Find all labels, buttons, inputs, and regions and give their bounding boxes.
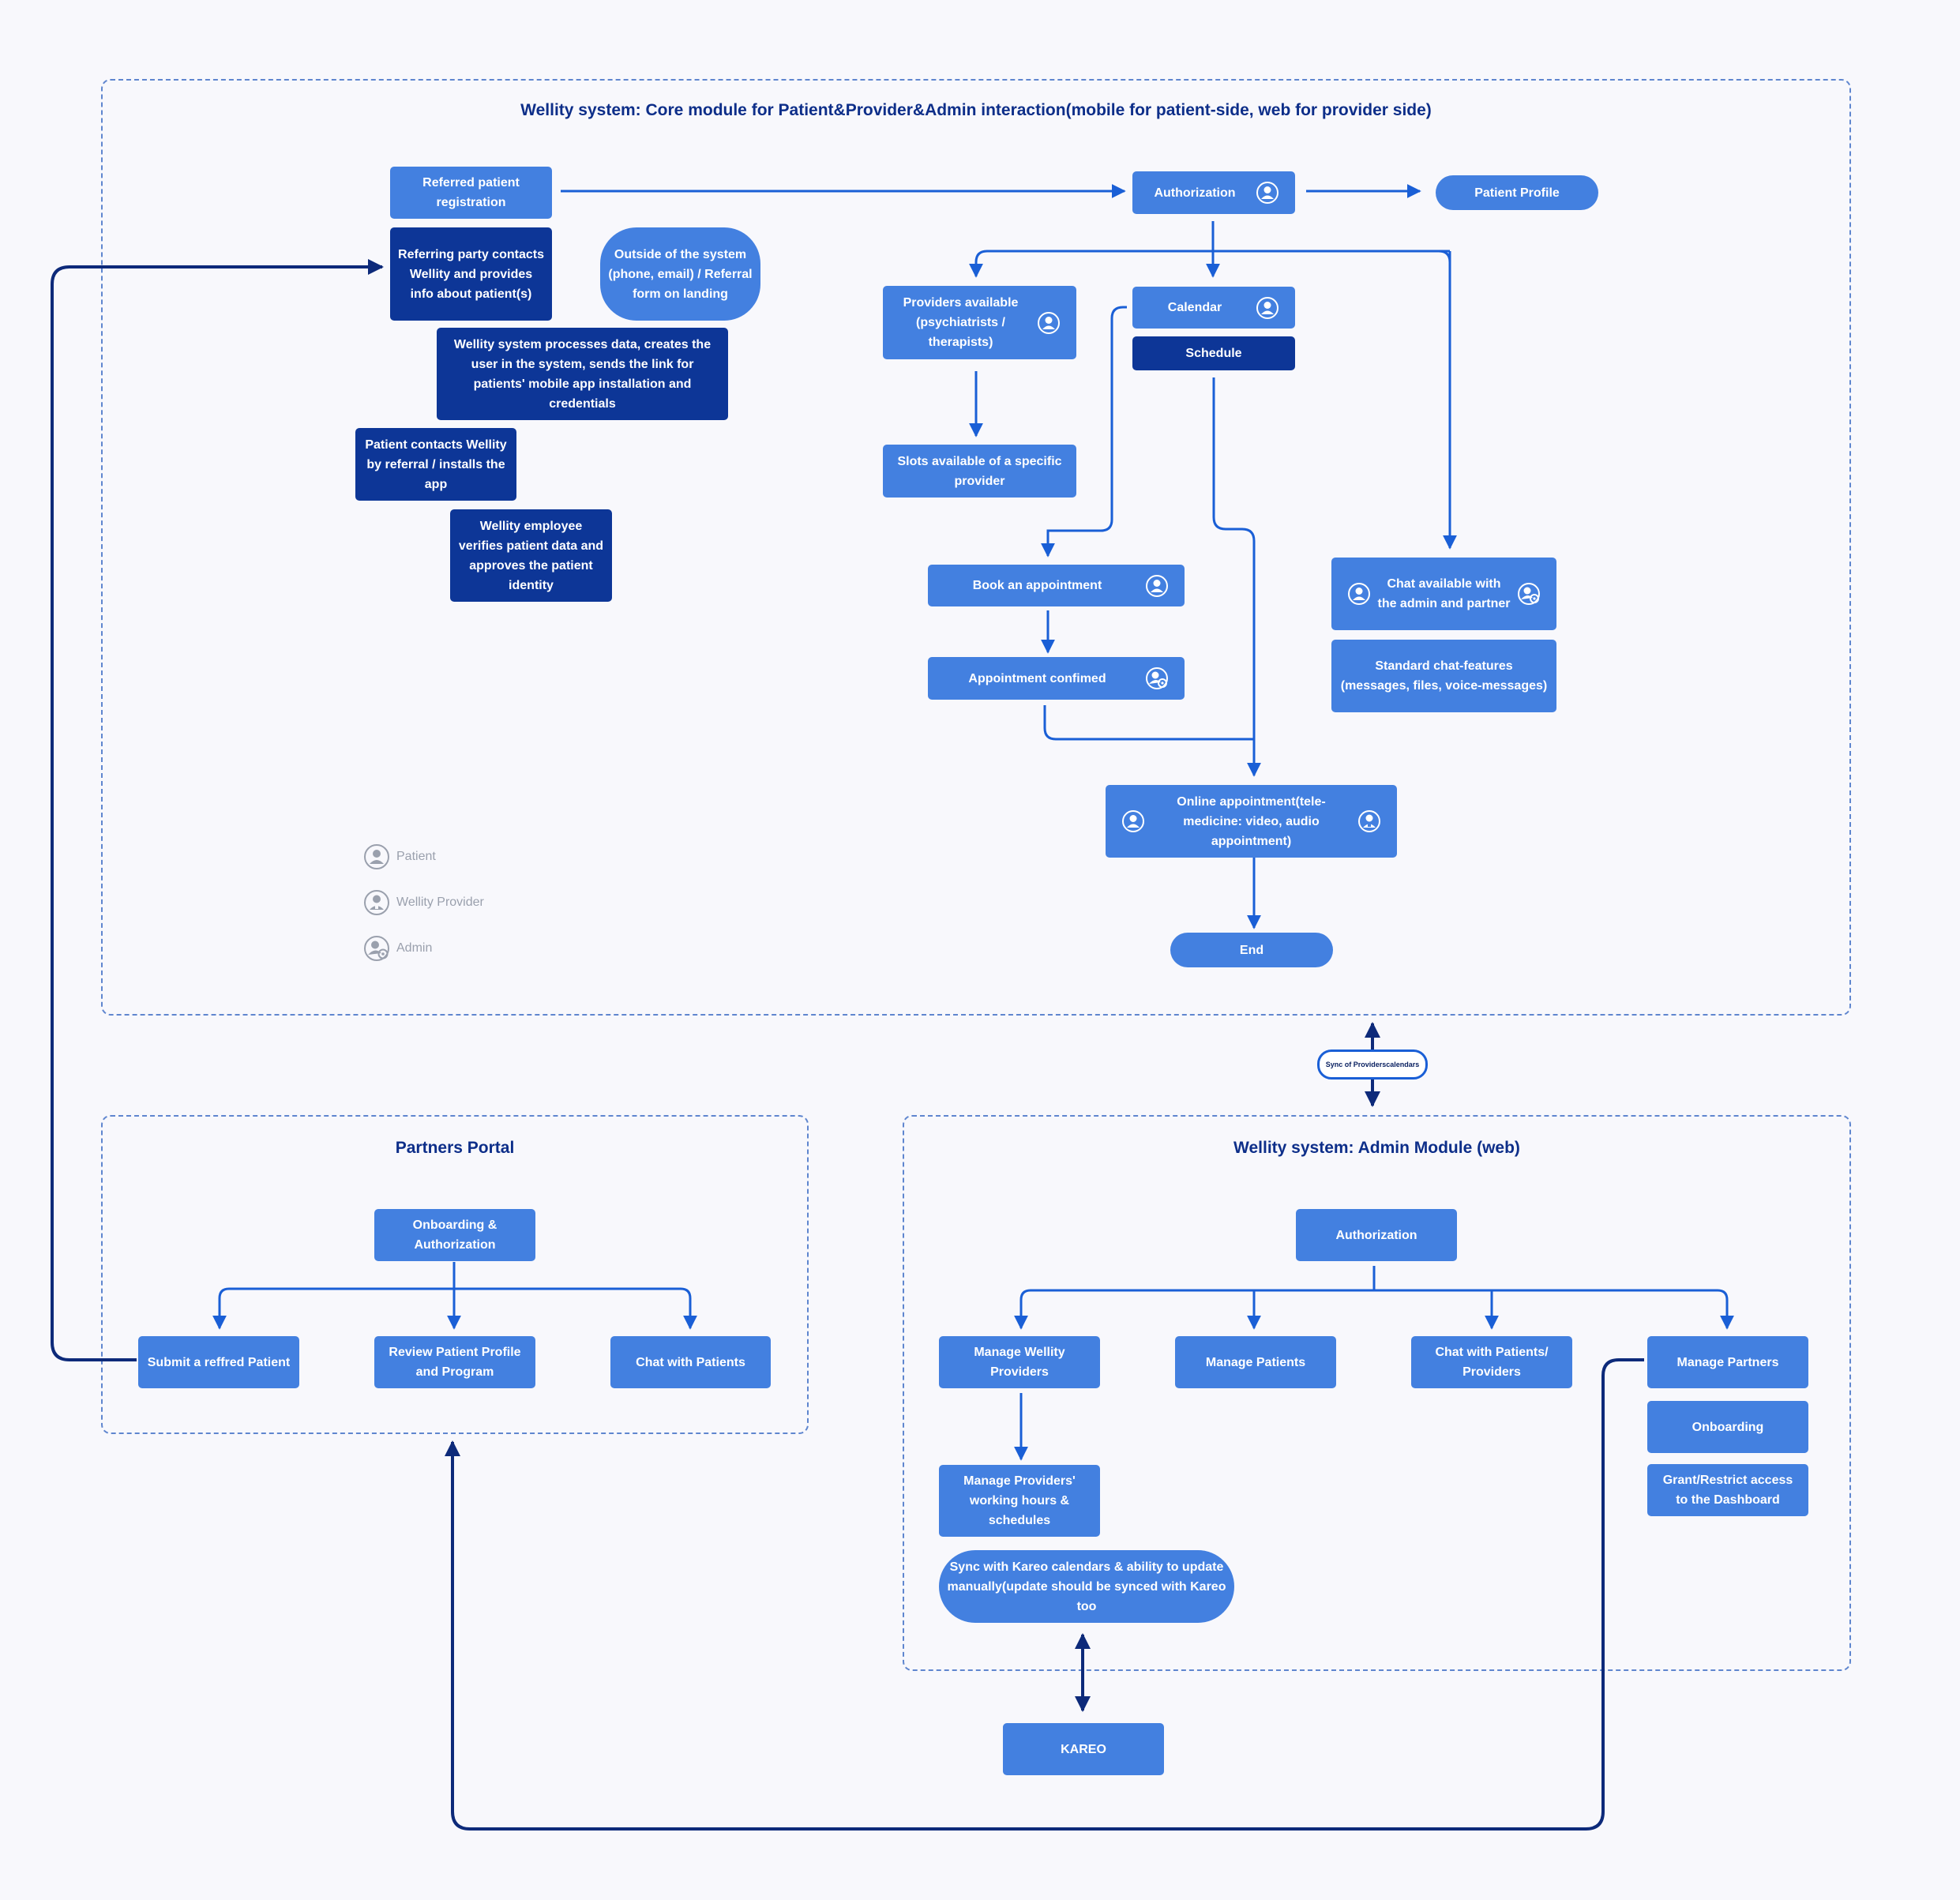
slots-available: Slots available of a specific provider [883, 445, 1076, 498]
admin-icon [364, 936, 389, 961]
referred-patient-registration-label: Referred patient registration [422, 176, 520, 209]
chat-available-label: Chat available with the admin and partne… [1377, 577, 1511, 610]
grant-restrict-access-label: Grant/Restrict access to the Dashboard [1662, 1474, 1793, 1507]
schedule-label: Schedule [1185, 347, 1242, 360]
core-authorization: Authorization [1132, 171, 1295, 214]
calendar-label: Calendar [1167, 301, 1222, 314]
providers-available: Providers available (psychiatrists / the… [883, 286, 1076, 359]
sync-kareo-calendars: Sync with Kareo calendars & ability to u… [939, 1550, 1234, 1623]
referring-party-contacts-label: Referring party contacts Wellity and pro… [398, 247, 544, 301]
provider-icon [364, 890, 389, 915]
manage-partners-label: Manage Partners [1677, 1355, 1779, 1369]
system-processes-data-label: Wellity system processes data, creates t… [453, 337, 712, 411]
sync-provider-calendars-label: Sync of Providerscalendars [1317, 1050, 1428, 1080]
partners-chat-with-patients: Chat with Patients [610, 1336, 771, 1388]
legend-patient-label: Patient [396, 850, 436, 863]
chat-patients-providers-label: Chat with Patients/ Providers [1435, 1346, 1549, 1379]
book-appointment: Book an appointment [928, 565, 1185, 606]
outside-system-referral: Outside of the system (phone, email) / R… [600, 227, 760, 321]
schedule: Schedule [1132, 336, 1295, 370]
kareo: KAREO [1003, 1723, 1164, 1775]
system-processes-data: Wellity system processes data, creates t… [437, 328, 728, 420]
manage-patients-label: Manage Patients [1205, 1355, 1306, 1369]
employee-verifies-patient-label: Wellity employee verifies patient data a… [458, 519, 604, 592]
appointment-confirmed-label: Appointment confimed [968, 671, 1106, 685]
employee-verifies-patient: Wellity employee verifies patient data a… [450, 509, 612, 602]
kareo-label: KAREO [1061, 1742, 1106, 1756]
patient-icon [1146, 574, 1168, 597]
chat-available: Chat available with the admin and partne… [1331, 558, 1556, 630]
admin-authorization-label: Authorization [1335, 1228, 1417, 1242]
slots-available-label: Slots available of a specific provider [897, 454, 1062, 488]
admin-icon [1518, 583, 1540, 605]
standard-chat-features-label: Standard chat-features (messages, files,… [1340, 659, 1548, 693]
core-module-title: Wellity system: Core module for Patient&… [520, 101, 1432, 119]
admin-module-frame [903, 1115, 1851, 1671]
provider-icon [1358, 810, 1380, 832]
patient-contacts-wellity-label: Patient contacts Wellity by referral / i… [365, 437, 507, 491]
partners-onboarding-authorization-label: Onboarding & Authorization [412, 1218, 498, 1252]
manage-provider-hours: Manage Providers' working hours & schedu… [939, 1465, 1100, 1537]
providers-available-label: Providers available (psychiatrists / the… [903, 296, 1019, 349]
core-module-frame [101, 79, 1851, 1016]
referring-party-contacts: Referring party contacts Wellity and pro… [390, 227, 552, 321]
grant-restrict-access: Grant/Restrict access to the Dashboard [1647, 1464, 1808, 1516]
patient-icon [364, 844, 389, 869]
appointment-confirmed: Appointment confimed [928, 657, 1185, 700]
standard-chat-features: Standard chat-features (messages, files,… [1331, 640, 1556, 712]
patient-icon [1038, 311, 1060, 334]
book-appointment-label: Book an appointment [972, 579, 1102, 592]
online-appointment: Online appointment(tele-medicine: video,… [1106, 785, 1397, 858]
sync-kareo-calendars-label: Sync with Kareo calendars & ability to u… [947, 1560, 1226, 1613]
manage-wellity-providers-label: Manage Wellity Providers [974, 1346, 1065, 1379]
end: End [1170, 933, 1333, 967]
chat-patients-providers: Chat with Patients/ Providers [1411, 1336, 1572, 1388]
manage-provider-hours-label: Manage Providers' working hours & schedu… [963, 1474, 1076, 1527]
patient-contacts-wellity: Patient contacts Wellity by referral / i… [355, 428, 516, 501]
partners-onboarding-authorization: Onboarding & Authorization [374, 1209, 535, 1261]
manage-partners: Manage Partners [1647, 1336, 1808, 1388]
legend-patient: Patient [363, 843, 436, 870]
patient-icon [1122, 810, 1144, 832]
core-authorization-label: Authorization [1154, 186, 1236, 200]
legend-admin-label: Admin [396, 941, 433, 955]
end-label: End [1239, 943, 1264, 957]
admin-icon [1146, 667, 1168, 689]
calendar: Calendar [1132, 287, 1295, 329]
referred-patient-registration: Referred patient registration [390, 167, 552, 219]
admin-onboarding: Onboarding [1647, 1401, 1808, 1453]
manage-patients: Manage Patients [1175, 1336, 1336, 1388]
partners-portal-title: Partners Portal [395, 1139, 515, 1157]
patient-profile-label: Patient Profile [1474, 186, 1560, 200]
manage-wellity-providers: Manage Wellity Providers [939, 1336, 1100, 1388]
online-appointment-label: Online appointment(tele-medicine: video,… [1177, 794, 1326, 848]
partners-chat-with-patients-label: Chat with Patients [636, 1355, 745, 1369]
partners-portal-frame [101, 1115, 809, 1434]
outside-system-referral-label: Outside of the system (phone, email) / R… [608, 247, 753, 301]
legend-admin: Admin [363, 935, 432, 962]
legend-provider: Wellity Provider [363, 889, 484, 916]
review-patient-profile-label: Review Patient Profile and Program [389, 1346, 521, 1379]
patient-icon [1256, 182, 1279, 204]
submit-referred-patient: Submit a reffred Patient [138, 1336, 299, 1388]
admin-onboarding-label: Onboarding [1692, 1420, 1764, 1434]
patient-profile: Patient Profile [1436, 175, 1598, 210]
legend-provider-label: Wellity Provider [396, 896, 484, 909]
patient-icon [1348, 583, 1370, 605]
patient-icon [1256, 296, 1279, 319]
review-patient-profile: Review Patient Profile and Program [374, 1336, 535, 1388]
admin-authorization: Authorization [1296, 1209, 1457, 1261]
submit-referred-patient-label: Submit a reffred Patient [147, 1355, 291, 1369]
admin-module-title: Wellity system: Admin Module (web) [1233, 1139, 1520, 1157]
